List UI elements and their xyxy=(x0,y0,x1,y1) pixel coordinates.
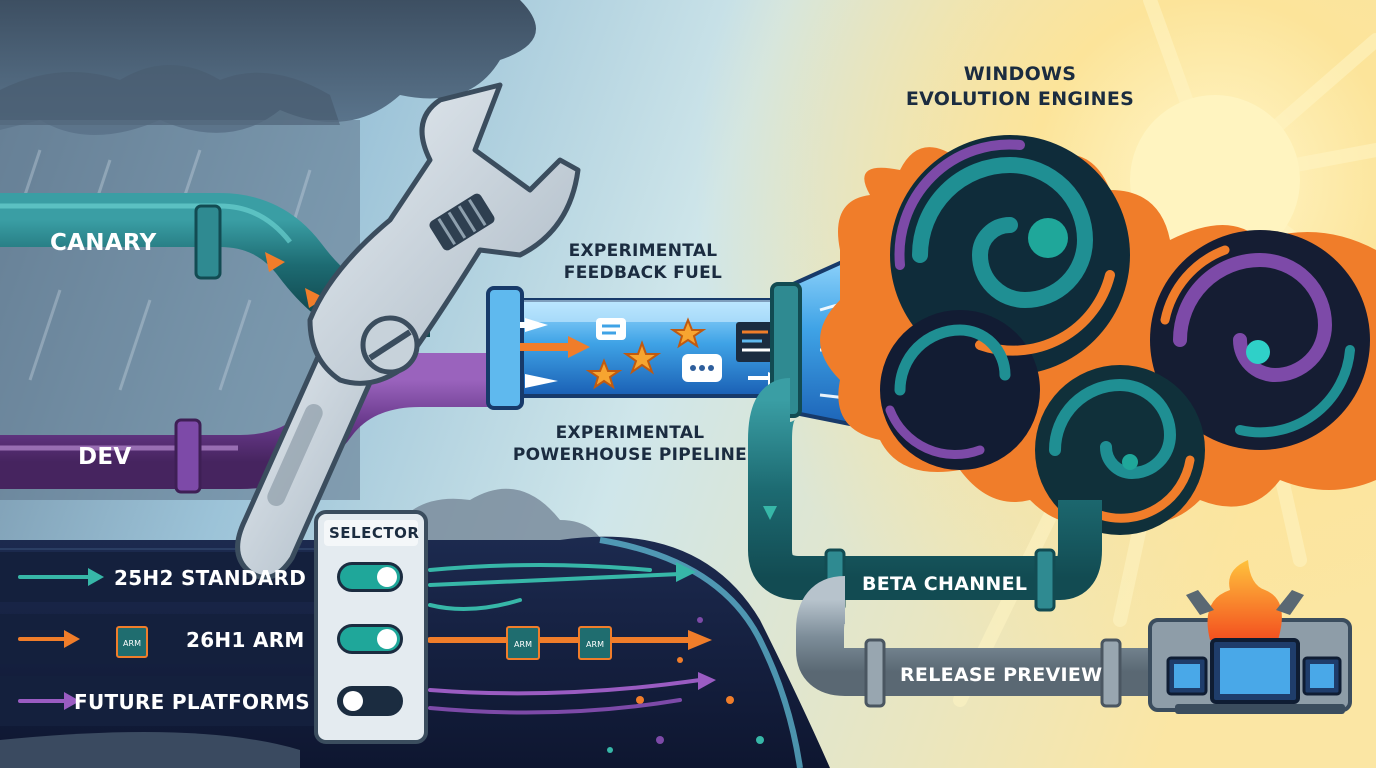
toggle-switch-3[interactable] xyxy=(337,686,403,716)
channel-canary-label: CANARY xyxy=(50,230,157,256)
toggle-switch-1[interactable] xyxy=(337,562,403,592)
toggle-knob xyxy=(343,691,363,711)
channel-release-preview-label: RELEASE PREVIEW xyxy=(900,664,1103,686)
option-future-label: FUTURE PLATFORMS xyxy=(74,690,310,714)
channel-beta-label: BETA CHANNEL xyxy=(862,573,1028,595)
option-25h2-label: 25H2 STANDARD xyxy=(114,566,307,590)
arm-chip-icon: ARM xyxy=(506,626,540,660)
option-26h1-label: 26H1 ARM xyxy=(186,628,305,652)
toggle-knob xyxy=(377,567,397,587)
fuel-label: EXPERIMENTAL FEEDBACK FUEL xyxy=(563,241,723,283)
page-title: WINDOWS EVOLUTION ENGINES xyxy=(905,63,1135,110)
toggle-knob xyxy=(377,629,397,649)
arm-chip-icon: ARM xyxy=(578,626,612,660)
channel-dev-label: DEV xyxy=(78,444,132,470)
selector-title: SELECTOR xyxy=(329,524,420,542)
arm-chip-icon: ARM xyxy=(116,626,148,658)
pipeline-label: EXPERIMENTAL POWERHOUSE PIPELINE xyxy=(512,423,748,465)
toggle-switch-2[interactable] xyxy=(337,624,403,654)
